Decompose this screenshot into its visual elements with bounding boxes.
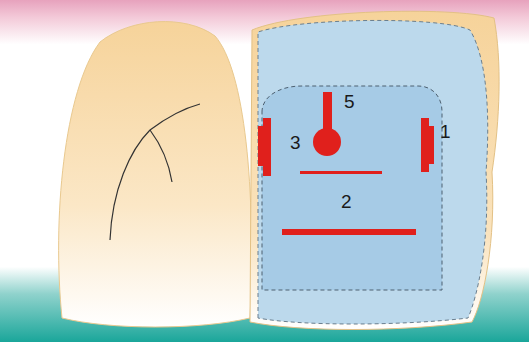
callout-number: 2: [341, 192, 352, 211]
tooth-ridge-line: [110, 104, 200, 240]
retention-groove: [263, 118, 271, 176]
retention-groove: [258, 126, 263, 166]
retention-pit: [313, 128, 341, 156]
callout-number: 5: [344, 92, 355, 111]
retention-groove: [300, 171, 382, 174]
retention-groove: [421, 118, 429, 172]
retention-groove: [429, 126, 434, 164]
left-tooth: [59, 22, 252, 327]
right-tooth: [250, 11, 499, 329]
inner-cavity: [262, 86, 442, 290]
callout-number: 3: [290, 133, 301, 152]
retention-groove: [323, 92, 332, 132]
callout-number: 1: [440, 122, 451, 141]
retention-groove: [282, 229, 416, 235]
outer-preparation: [258, 20, 488, 324]
